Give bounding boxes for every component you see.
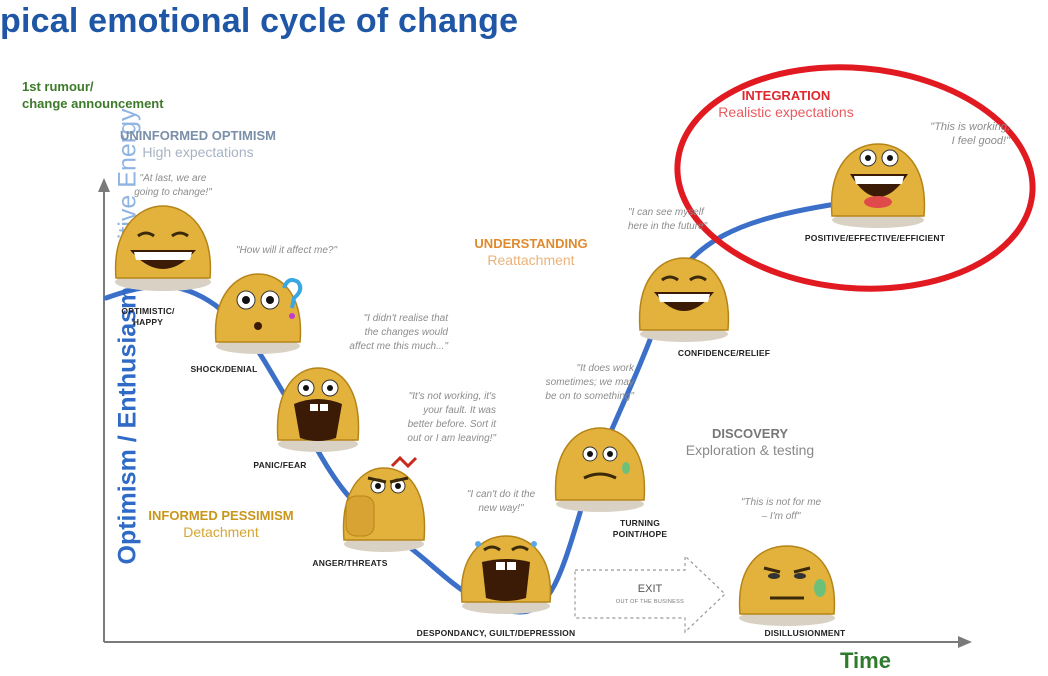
disillusionment-face-icon <box>732 540 842 630</box>
stage-confidence: CONFIDENCE/RELIEF <box>677 348 771 358</box>
phase-uninformed-sub: High expectations <box>142 144 254 160</box>
x-axis-arrow <box>958 636 972 648</box>
x-axis-label: Time <box>840 648 891 673</box>
y-axis-arrow <box>98 178 110 192</box>
phase-uninformed: UNINFORMED OPTIMISM High expectations <box>118 128 278 160</box>
stage-line: HAPPY <box>132 317 164 327</box>
stage-anger: ANGER/THREATS <box>312 558 388 568</box>
stage-despondency: DESPONDANCY, GUILT/DEPRESSION <box>416 628 576 638</box>
despondency-face-icon <box>456 530 556 616</box>
quote-line: "I can't do it the <box>466 489 536 500</box>
quote-line: new way!" <box>478 503 524 514</box>
phase-discovery-name: DISCOVERY <box>711 426 789 441</box>
quote-line: "It does work <box>576 363 634 374</box>
rumour-label: 1st rumour/ change announcement <box>22 78 164 112</box>
anger-face-icon <box>338 456 430 556</box>
exit-sub-label: OUT OF THE BUSINESS <box>615 599 685 605</box>
rumour-line-1: 1st rumour/ <box>22 79 94 94</box>
shock-face-icon <box>210 268 310 358</box>
quote-line: here in the future" <box>628 221 708 232</box>
quote-line: I feel good!" <box>951 135 1010 147</box>
confidence-face-icon <box>634 250 734 346</box>
quote-line: better before. Sort it <box>407 419 496 430</box>
phase-informed-sub: Detachment <box>183 524 259 540</box>
optimistic-face-icon <box>108 200 218 296</box>
phase-integration: INTEGRATION Realistic expectations <box>696 88 876 120</box>
phase-uninformed-name: UNINFORMED OPTIMISM <box>120 128 276 143</box>
quote-denial: "I didn't realise that the changes would… <box>318 312 448 354</box>
quote-line: – I'm off" <box>761 511 801 522</box>
quote-line: "This is not for me <box>740 497 822 508</box>
stage-line: OPTIMISTIC/ <box>121 306 175 316</box>
quote-panic: "It's not working, it's your fault. It w… <box>376 390 496 446</box>
quote-line: "I didn't realise that <box>363 313 448 324</box>
quote-despondency: "I can't do it the new way!" <box>446 488 556 516</box>
positive-face-icon <box>826 136 930 232</box>
quote-line: your fault. It was <box>423 405 496 416</box>
phase-integration-sub: Realistic expectations <box>718 104 854 120</box>
quote-line: "It's not working, it's <box>408 391 496 402</box>
exit-label: EXIT <box>637 583 663 595</box>
quote-turning: "It does work sometimes; we may be on to… <box>516 362 634 404</box>
phase-understanding: UNDERSTANDING Reattachment <box>456 236 606 268</box>
stage-positive: POSITIVE/EFFECTIVE/EFFICIENT <box>804 233 946 243</box>
stage-optimistic: OPTIMISTIC/ HAPPY <box>118 306 178 328</box>
phase-understanding-name: UNDERSTANDING <box>474 236 588 251</box>
quote-line: "This is working, <box>930 121 1010 133</box>
quote-line: going to change!" <box>134 187 212 198</box>
quote-integration: "This is working, I feel good!" <box>880 120 1010 148</box>
quote-confidence: "I can see myself here in the future" <box>628 206 738 234</box>
stage-line: POINT/HOPE <box>612 529 668 539</box>
quote-optimism: "At last, we are going to change!" <box>128 172 218 200</box>
page-title: pical emotional cycle of change <box>0 2 519 40</box>
quote-line: sometimes; we may <box>545 377 634 388</box>
quote-line: the changes would <box>364 327 448 338</box>
phase-discovery: DISCOVERY Exploration & testing <box>670 426 830 458</box>
exit-arrow <box>574 554 726 634</box>
phase-informed-name: INFORMED PESSIMISM <box>148 508 294 523</box>
phase-informed: INFORMED PESSIMISM Detachment <box>146 508 296 540</box>
rumour-line-2: change announcement <box>22 96 164 111</box>
stage-line: TURNING <box>619 518 661 528</box>
quote-line: "At last, we are <box>139 173 207 184</box>
phase-integration-name: INTEGRATION <box>741 88 831 103</box>
stage-shock: SHOCK/DENIAL <box>190 364 258 374</box>
quote-line: affect me this much..." <box>349 341 448 352</box>
quote-line: "I can see myself <box>628 207 704 218</box>
quote-line: be on to something" <box>545 391 634 402</box>
phase-understanding-sub: Reattachment <box>487 252 575 268</box>
stage-turning: TURNING POINT/HOPE <box>600 518 680 540</box>
phase-discovery-sub: Exploration & testing <box>685 442 815 458</box>
panic-face-icon <box>272 360 364 456</box>
y-axis-main: Optimism / Enthusiasm <box>113 286 142 565</box>
integration-highlight-ring <box>674 64 1036 292</box>
turning-point-face-icon <box>550 420 650 516</box>
quote-line: out or I am leaving!" <box>407 433 496 444</box>
stage-disillusionment: DISILLUSIONMENT <box>764 628 846 638</box>
quote-disillusion: "This is not for me – I'm off" <box>726 496 836 524</box>
stage-panic: PANIC/FEAR <box>253 460 307 470</box>
quote-shock: "How will it affect me?" <box>236 245 338 256</box>
